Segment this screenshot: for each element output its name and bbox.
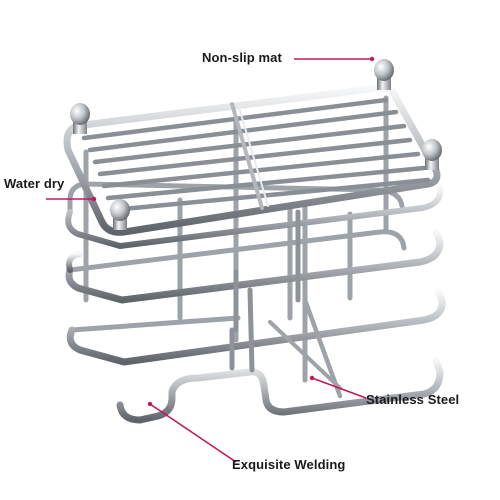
- rack-front-frame: [65, 74, 446, 424]
- knob-back-right: [374, 59, 394, 90]
- top-wire-grid: [63, 84, 441, 236]
- callout-water-dry: Water dry: [4, 176, 65, 191]
- leader-exquisite-welding: [149, 403, 237, 463]
- callout-non-slip-mat: Non-slip mat: [202, 50, 282, 65]
- corner-knobs: [70, 59, 442, 230]
- knob-back-left: [70, 103, 90, 134]
- knob-front-left: [110, 199, 130, 230]
- knob-front-right: [422, 139, 442, 170]
- callout-stainless-steel: Stainless Steel: [366, 392, 460, 407]
- leader-stainless-steel: [311, 377, 367, 399]
- callout-leader-lines: [46, 56, 375, 463]
- callout-exquisite-welding: Exquisite Welding: [232, 457, 346, 472]
